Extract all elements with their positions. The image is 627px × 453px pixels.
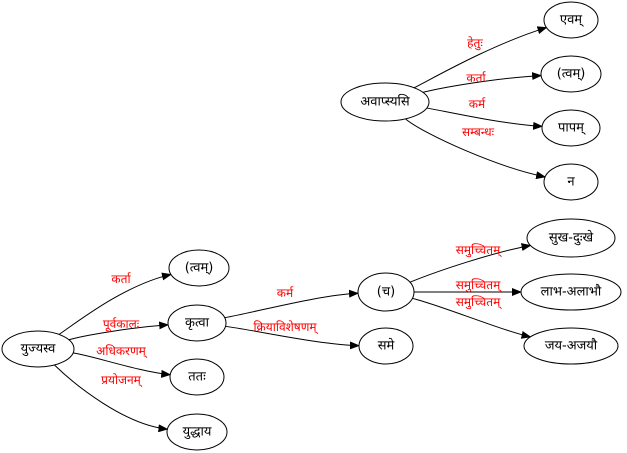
edge-ca-to-jayaajayau (412, 297, 532, 339)
node-label-tvam2: (त्वम्) (185, 261, 214, 276)
edge-label-ca-to-sukhaduhkhe: समुच्चितम् (456, 243, 503, 258)
node-shape-avapsyasi (340, 82, 430, 122)
node-label-sukhaduhkhe: सुख-दुःखे (549, 230, 594, 246)
node-shape-jayaajayau (523, 327, 619, 365)
node-yuddhaya: युद्धाय (166, 413, 228, 451)
node-shape-sukhaduhkhe (526, 218, 616, 258)
edge-avapsyasi-to-evam (413, 26, 548, 89)
edge-label-avapsyasi-to-tvam1: कर्ता (466, 71, 486, 85)
node-na: न (543, 163, 599, 201)
node-label-avapsyasi: अवाप्स्यसि (360, 94, 410, 110)
node-avapsyasi: अवाप्स्यसि (340, 82, 430, 122)
node-tvam2: (त्वम्) (168, 249, 230, 287)
edges-layer (54, 26, 548, 433)
edge-label-ca-to-jayaajayau: समुच्चितम् (456, 295, 503, 310)
edge-label-avapsyasi-to-papam: कर्म (469, 97, 486, 111)
edge-avapsyasi-to-na (405, 118, 547, 180)
edge-yujyasva-to-tvam2 (58, 272, 172, 335)
edge-ca-to-sukhaduhkhe (409, 243, 532, 283)
edge-yujyasva-to-krtva (68, 321, 170, 341)
edge-yujyasva-to-yuddhaya (54, 364, 169, 433)
node-sukhaduhkhe: सुख-दुःखे (526, 218, 616, 258)
edge-krtva-to-same (225, 325, 361, 350)
edge-krtva-to-ca (224, 289, 360, 319)
node-label-tatah: ततः (188, 370, 206, 385)
node-shape-tatah (169, 358, 225, 396)
node-yujyasva: युज्यस्व (1, 330, 75, 368)
node-label-same: समे (378, 338, 395, 354)
node-shape-tvam2 (168, 249, 230, 287)
edge-label-avapsyasi-to-na: सम्बन्धः (462, 125, 495, 139)
node-labhaalabhau: लाभ-अलाभौ (520, 273, 622, 311)
node-krtva: कृत्वा (167, 304, 227, 342)
edge-yujyasva-to-tatah (73, 352, 172, 378)
node-shape-yujyasva (1, 330, 75, 368)
edge-label-yujyasva-to-yuddhaya: प्रयोजनम् (101, 373, 143, 388)
node-ca: (च) (357, 272, 415, 312)
edge-avapsyasi-to-papam (426, 107, 544, 130)
node-label-labhaalabhau: लाभ-अलाभौ (541, 284, 602, 300)
edge-label-yujyasva-to-krtva: पूर्वकालः (103, 317, 140, 332)
node-label-na: न (567, 175, 575, 190)
edge-label-krtva-to-same: क्रियाविशेषणम् (253, 320, 318, 335)
node-shape-yuddhaya (166, 413, 228, 451)
edge-label-yujyasva-to-tatah: अधिकरणम् (96, 344, 148, 359)
node-shape-evam (543, 1, 599, 39)
edge-label-avapsyasi-to-evam: हेतुः (467, 36, 483, 51)
node-jayaajayau: जय-अजयौ (523, 327, 619, 365)
node-tvam1: (त्वम्) (540, 55, 602, 93)
edge-label-yujyasva-to-tvam2: कर्ता (111, 272, 131, 286)
edge-label-krtva-to-ca: कर्म (277, 286, 294, 300)
node-label-krtva: कृत्वा (185, 316, 210, 331)
node-shape-labhaalabhau (520, 273, 622, 311)
edge-label-ca-to-labhaalabhau: समुच्चितम् (456, 278, 503, 293)
node-label-evam: एवम् (560, 13, 584, 28)
node-shape-papam (541, 109, 601, 147)
node-shape-same (358, 327, 414, 365)
node-shape-ca (357, 272, 415, 312)
node-papam: पापम् (541, 109, 601, 147)
edge-avapsyasi-to-tvam1 (422, 72, 543, 93)
node-shape-na (543, 163, 599, 201)
node-label-yuddhaya: युद्धाय (183, 425, 212, 440)
node-label-yujyasva: युज्यस्व (21, 342, 57, 357)
node-label-tvam1: (त्वम्) (557, 67, 586, 82)
node-label-papam: पापम् (558, 121, 586, 136)
node-evam: एवम् (543, 1, 599, 39)
node-label-jayaajayau: जय-अजयौ (545, 338, 598, 354)
edge-labels-layer: हेतुः कर्ता कर्म सम्बन्धः कर्ता पूर्वकालः अधिक… (96, 36, 502, 388)
node-tatah: ततः (169, 358, 225, 396)
node-shape-krtva (167, 304, 227, 342)
node-label-ca: (च) (377, 285, 395, 300)
node-shape-tvam1 (540, 55, 602, 93)
node-same: समे (358, 327, 414, 365)
